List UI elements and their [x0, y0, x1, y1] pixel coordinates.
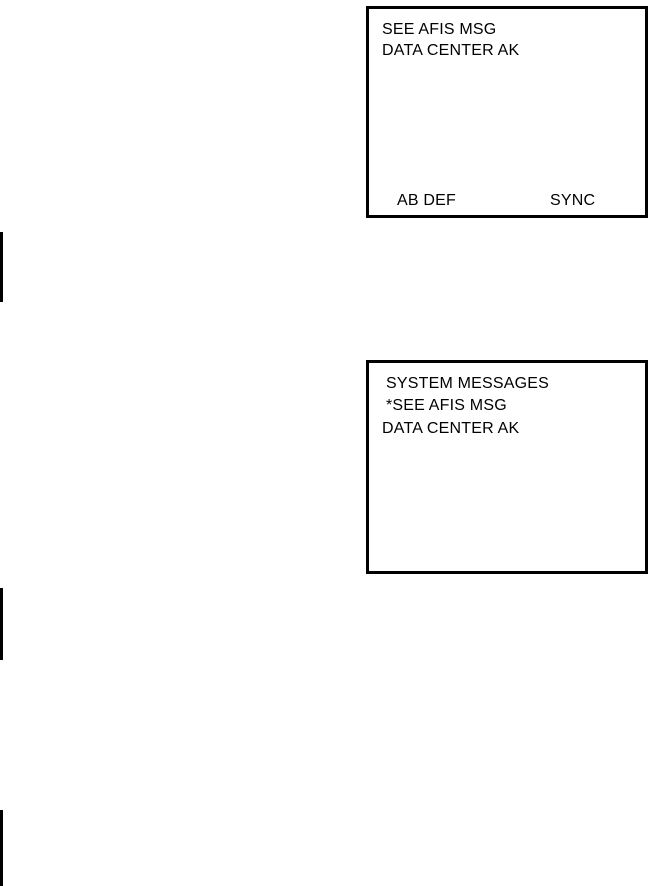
- softkey-label-sync[interactable]: SYNC: [550, 192, 595, 210]
- message-line[interactable]: *SEE AFIS MSG: [386, 397, 507, 415]
- message-line: DATA CENTER AK: [382, 42, 519, 60]
- message-line: DATA CENTER AK: [382, 420, 519, 438]
- display-screen-main: SEE AFIS MSG DATA CENTER AK AB DEF SYNC: [366, 6, 648, 218]
- change-bar: [0, 232, 3, 302]
- change-bar: [0, 588, 3, 660]
- display-screen-system-messages: SYSTEM MESSAGES *SEE AFIS MSG DATA CENTE…: [366, 360, 648, 574]
- page-title: SYSTEM MESSAGES: [386, 375, 549, 393]
- message-line: SEE AFIS MSG: [382, 21, 496, 39]
- change-bar: [0, 810, 3, 886]
- softkey-label-left[interactable]: AB DEF: [397, 192, 456, 210]
